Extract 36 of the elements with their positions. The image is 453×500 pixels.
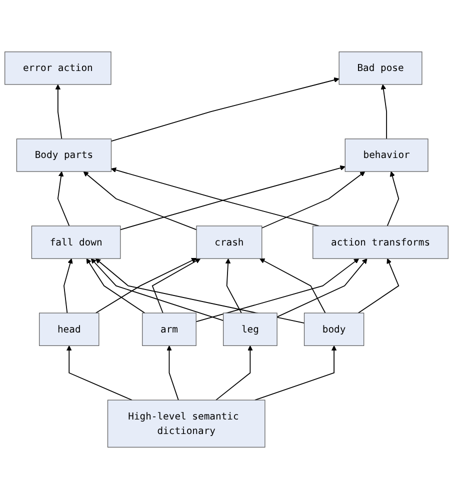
node-box: crash (196, 226, 262, 260)
arrow (95, 258, 197, 314)
arrow (260, 258, 326, 314)
arrow (120, 166, 346, 231)
node-box: Body parts (16, 139, 112, 172)
arrow (90, 258, 224, 322)
node-box: behavior (344, 139, 428, 172)
arrow (358, 258, 400, 314)
arrow (64, 258, 73, 314)
arrow (254, 346, 337, 401)
node-box: Bad pose (338, 52, 422, 86)
arrow (57, 172, 70, 227)
arrow (196, 258, 360, 323)
node-box: head (39, 313, 100, 346)
arrow (55, 84, 62, 140)
arrow (152, 258, 201, 314)
arrow (95, 258, 305, 324)
arrow (276, 258, 368, 318)
node-box: body (304, 313, 364, 346)
arrow (386, 172, 400, 227)
node-box: action transforms (312, 226, 448, 260)
node-box: leg (223, 313, 278, 346)
arrow (261, 172, 366, 229)
arrow (86, 258, 146, 314)
arrow (66, 346, 132, 401)
arrow (166, 346, 179, 401)
node-box: fall down (31, 226, 121, 260)
arrow (83, 172, 197, 231)
arrow (110, 168, 320, 227)
arrow (225, 258, 242, 314)
arrow (380, 84, 388, 140)
arrow (110, 78, 340, 142)
arrow (216, 346, 253, 401)
node-box: error action (4, 52, 112, 86)
node-box: arm (142, 313, 196, 346)
node-box: High-level semantic dictionary (107, 400, 266, 448)
